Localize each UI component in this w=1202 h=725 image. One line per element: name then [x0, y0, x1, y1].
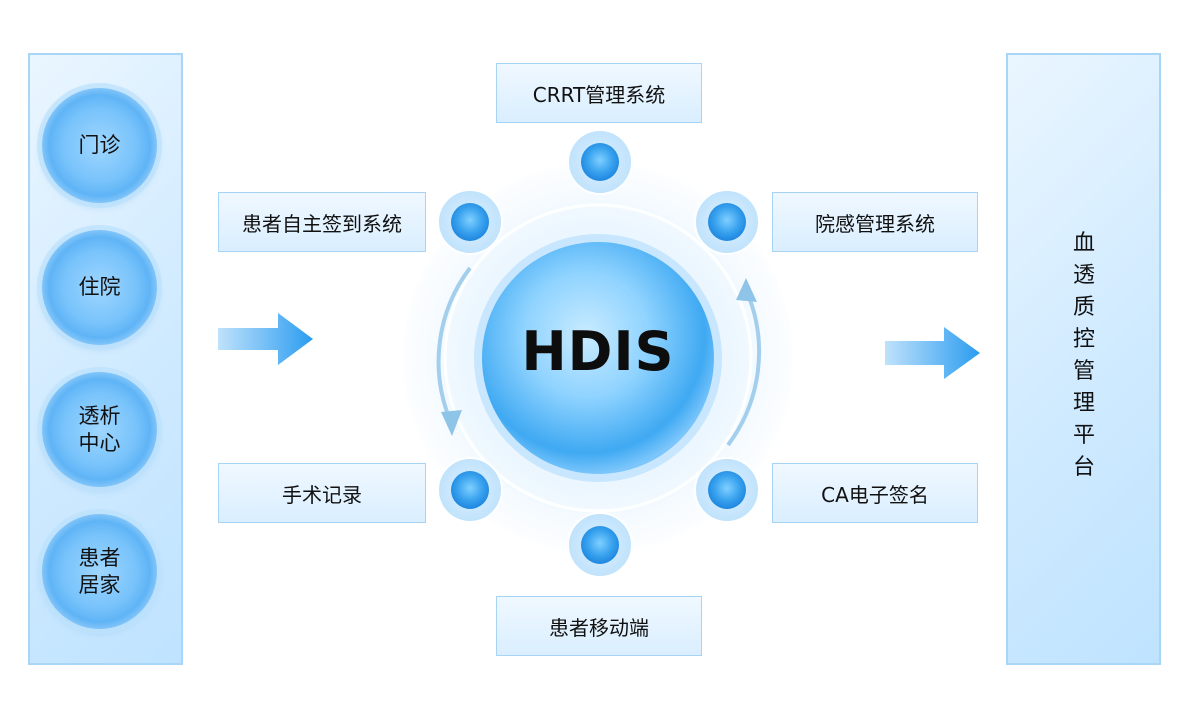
- node-patient-mobile: 患者移动端: [496, 596, 702, 656]
- target-panel: [1006, 53, 1161, 665]
- node-ca-signature: CA电子签名: [772, 463, 978, 523]
- hub-orbit: [443, 203, 753, 513]
- source-home: 患者居家: [42, 514, 157, 629]
- orbit-arc-right: [726, 291, 762, 447]
- source-label: 透析中心: [78, 403, 121, 455]
- orbit-dot-upper-right: [694, 189, 760, 255]
- orbit-dot-lower-right: [694, 457, 760, 523]
- orbit-dot-bottom: [567, 512, 633, 578]
- orbit-arc-left: [436, 266, 472, 421]
- source-label: 门诊: [78, 133, 121, 157]
- flow-arrow-right: [885, 327, 980, 379]
- target-label: 血透质控管理平台: [1072, 231, 1095, 480]
- node-infection-control: 院感管理系统: [772, 192, 978, 252]
- node-self-checkin: 患者自主签到系统: [218, 192, 426, 252]
- orbit-dot-lower-left: [437, 457, 503, 523]
- source-label: 患者居家: [78, 545, 121, 597]
- orbit-arrowhead-left: [441, 410, 462, 436]
- orbit-dot-upper-left: [437, 189, 503, 255]
- source-inpatient: 住院: [42, 230, 157, 345]
- source-dialysis-center: 透析中心: [42, 372, 157, 487]
- node-surgery-record: 手术记录: [218, 463, 426, 523]
- source-outpatient: 门诊: [42, 88, 157, 203]
- source-label: 住院: [78, 275, 121, 299]
- node-crrt: CRRT管理系统: [496, 63, 702, 123]
- hub-label: HDIS: [521, 320, 675, 383]
- hub-core: [482, 242, 714, 474]
- orbit-dot-top: [567, 129, 633, 195]
- flow-arrow-left: [218, 313, 313, 365]
- orbit-arrowhead-right: [736, 278, 757, 302]
